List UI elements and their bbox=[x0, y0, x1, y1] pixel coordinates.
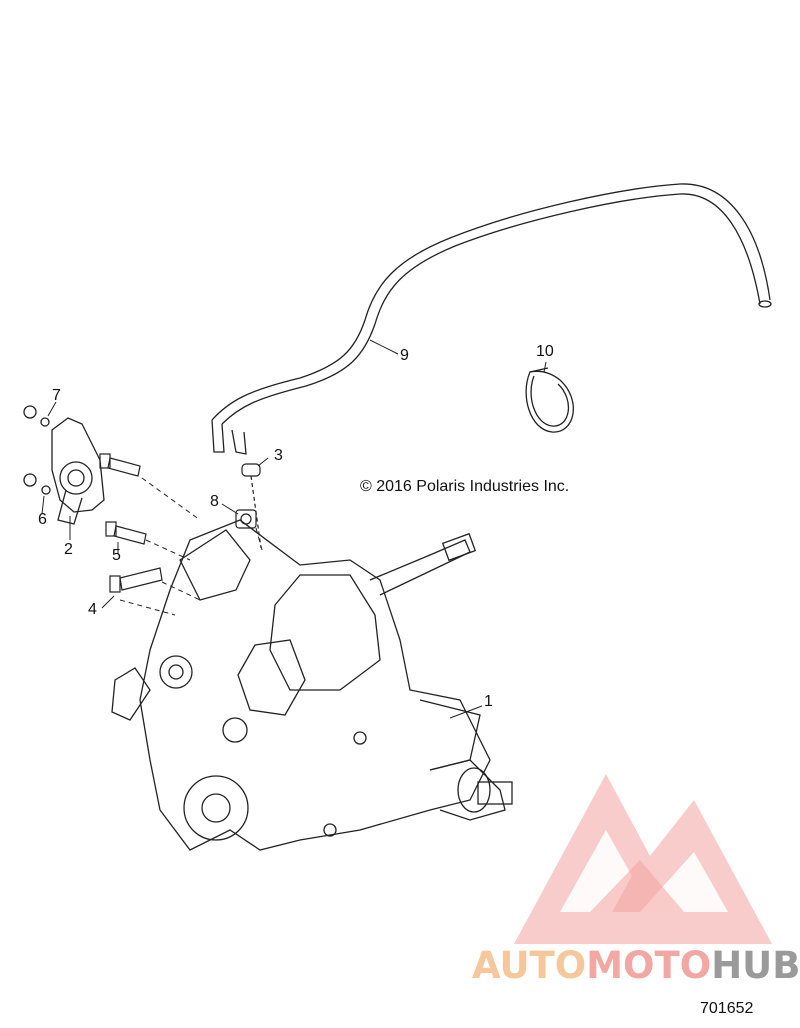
transmission-assembly bbox=[111, 519, 513, 851]
callout-5: 5 bbox=[112, 547, 121, 564]
callout-3: 3 bbox=[274, 447, 283, 464]
figure-number: 701652 bbox=[700, 1000, 754, 1017]
callout-10: 10 bbox=[536, 343, 554, 360]
callout-1: 1 bbox=[484, 693, 493, 710]
watermark-auto: AUTO bbox=[472, 944, 587, 987]
shift-bracket bbox=[23, 405, 105, 525]
callout-9: 9 bbox=[400, 347, 409, 364]
watermark-moto: MOTO bbox=[586, 944, 712, 987]
callout-8: 8 bbox=[210, 493, 219, 510]
vent-tube bbox=[211, 183, 772, 455]
watermark-hub: HUB bbox=[711, 944, 800, 987]
callout-7: 7 bbox=[52, 387, 61, 404]
watermark-text: AUTOMOTOHUB bbox=[472, 944, 800, 987]
copyright-text: © 2016 Polaris Industries Inc. bbox=[360, 478, 570, 495]
callout-6: 6 bbox=[38, 511, 47, 528]
hose-clamp bbox=[525, 367, 574, 433]
small-clamp bbox=[241, 463, 262, 549]
assembly-dashed-lines bbox=[119, 477, 263, 616]
bolts bbox=[99, 453, 163, 593]
watermark-logo-icon bbox=[514, 774, 772, 944]
callout-4: 4 bbox=[88, 601, 97, 618]
leader-lines bbox=[41, 339, 547, 719]
callout-2: 2 bbox=[64, 541, 73, 558]
